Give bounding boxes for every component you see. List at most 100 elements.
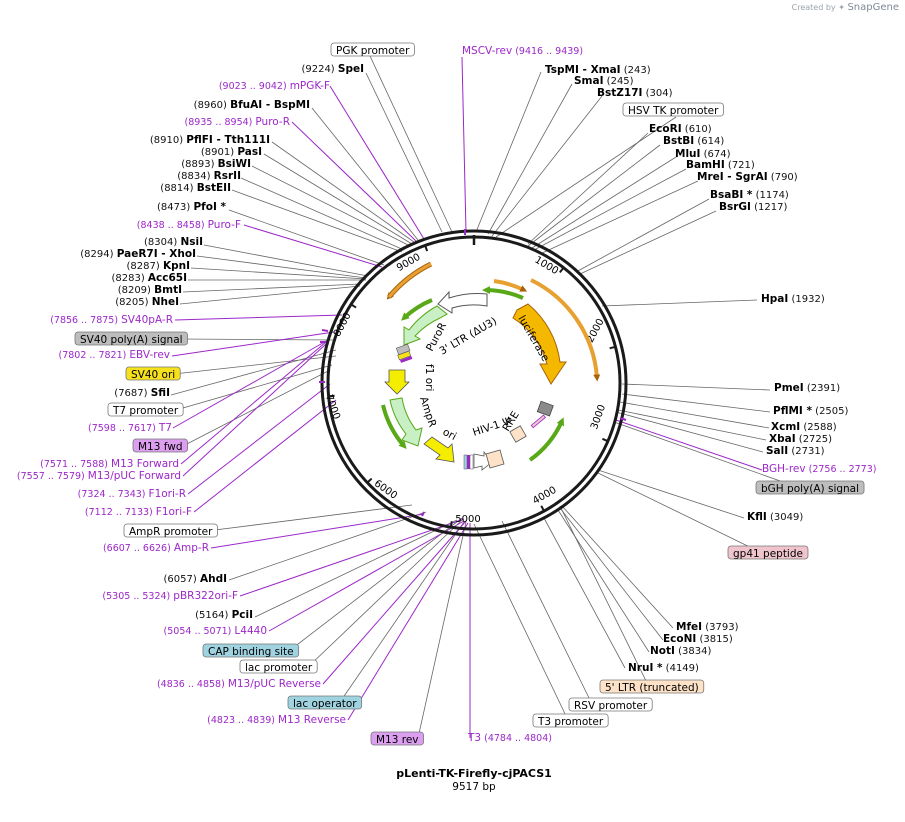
primer-t3: T3 (4784 .. 4804) <box>467 732 552 744</box>
enzyme-site-bsrgi: BsrGI (1217) <box>719 201 787 213</box>
primer-f1ori-f: (7112 .. 7133) F1ori-F <box>85 506 192 518</box>
feature-box-sv40-ori: SV40 ori <box>125 366 181 381</box>
credit-brand: SnapGene <box>847 2 899 13</box>
primer-mpgk-f: (9023 .. 9042) mPGK-F <box>219 80 330 92</box>
feature-box-label: AmpR promoter <box>129 526 213 538</box>
enzyme-site-rsrii: (8834) RsrII <box>177 170 241 182</box>
primer-pbr322ori-f: (5305 .. 5324) pBR322ori-F <box>102 590 238 602</box>
feature-box-frame <box>287 695 363 710</box>
primer-mscv-rev: MSCV-rev (9416 .. 9439) <box>462 45 583 57</box>
ruler-tick-mark <box>366 477 373 484</box>
feature-box-m13-fwd: M13 fwd <box>132 438 188 453</box>
feature-box-frame <box>370 731 424 746</box>
ruler-tick-label: 5000 <box>455 514 480 525</box>
ruler-tick-mark <box>424 245 429 252</box>
primer-puro-f: (8438 .. 8458) Puro-F <box>137 219 241 231</box>
enzyme-site-sali: SalI (2731) <box>766 445 825 457</box>
feature-box-t3-promoter: T3 promoter <box>532 713 609 728</box>
amp-r-tick <box>421 511 425 517</box>
enzyme-site-pcii: (5164) PciI <box>195 609 253 621</box>
feature-box-ltr5-truncated: 5' LTR (truncated) <box>599 679 705 694</box>
feature-box-frame <box>239 659 318 674</box>
label-leader-lines <box>170 55 801 739</box>
feature-box-label: bGH poly(A) signal <box>761 483 859 495</box>
bgh-polya-mark <box>536 400 554 417</box>
inner-feature-labels: PuroR 3' LTR (ΔU3) luciferase f1 ori Amp… <box>417 314 551 444</box>
feature-box-frame <box>125 366 181 381</box>
m13-rev-mark <box>467 455 470 469</box>
green-arc-ampr <box>381 404 407 450</box>
enzyme-site-paer7i: (8294) PaeR7I - XhoI <box>80 248 196 260</box>
primer-m13-reverse: (4823 .. 4839) M13 Reverse <box>207 714 346 726</box>
enzyme-site-bstz17i: BstZ17I (304) <box>597 87 673 99</box>
orange-arc-top <box>493 279 528 292</box>
feature-box-gp41-peptide: gp41 peptide <box>727 545 809 560</box>
enzyme-site-hpai: HpaI (1932) <box>761 293 825 305</box>
ampr-feature <box>389 397 423 447</box>
primer-bgh-rev: BGH-rev (2756 .. 2773) <box>762 463 876 475</box>
f1-ori-label: f1 ori <box>423 364 435 391</box>
rre-mark <box>530 414 546 429</box>
enzyme-site-bstbi: BstBI (614) <box>663 135 724 147</box>
feature-box-frame <box>755 480 865 495</box>
primer-sv40pa-r: (7856 .. 7875) SV40pA-R <box>50 314 173 326</box>
enzyme-site-nsii: (8304) NsiI <box>144 236 203 248</box>
enzyme-site-pfoi: (8473) PfoI * <box>157 201 226 213</box>
ltr5-feature <box>485 449 505 469</box>
psi-feature-arc-left-fill <box>387 262 432 298</box>
primer-leader-lines <box>171 56 763 738</box>
enzyme-site-kfli: KflI (3049) <box>747 511 803 523</box>
feature-box-label: HSV TK promoter <box>628 105 719 117</box>
feature-box-t7-promoter: T7 promoter <box>107 402 184 417</box>
feature-box-label: M13 rev <box>376 734 419 746</box>
enzyme-site-bmti: (8209) BmtI <box>118 284 182 296</box>
enzyme-site-mrei: MreI - SgrAI (790) <box>697 171 798 183</box>
ltr3-feature <box>437 290 488 314</box>
ruler-tick-mark <box>350 303 357 309</box>
f1-ori-feature <box>384 369 410 395</box>
primer-l4440: (5054 .. 5071) L4440 <box>164 625 267 637</box>
green-arc-puror <box>401 298 433 321</box>
plasmid-size: 9517 bp <box>452 781 496 793</box>
feature-box-label: lac operator <box>293 698 357 710</box>
plasmid-name: pLenti-TK-Firefly-cjPACS1 <box>396 767 552 780</box>
feature-box-m13-rev: M13 rev <box>370 731 424 746</box>
primer-t7: (7598 .. 7617) T7 <box>88 422 172 434</box>
feature-box-sv40-polya: SV40 poly(A) signal <box>74 331 188 346</box>
feature-box-label: SV40 ori <box>131 369 175 381</box>
feature-box-frame <box>599 679 705 694</box>
puror-feature <box>403 305 448 346</box>
feature-box-frame <box>622 102 724 117</box>
enzyme-site-ecori: EcoRI (610) <box>649 123 712 135</box>
enzyme-site-noti: NotI (3834) <box>650 645 711 657</box>
feature-box-lac-promoter: lac promoter <box>239 659 318 674</box>
backbone-inner <box>326 235 622 531</box>
ruler-tick-mark <box>540 505 545 512</box>
feature-box-label: T7 promoter <box>112 405 179 417</box>
feature-box-lac-operator: lac operator <box>287 695 363 710</box>
ruler-tick-mark <box>609 345 616 350</box>
ruler-tick-mark <box>328 394 335 398</box>
snapgene-credit: Created by ✦ SnapGene <box>792 2 899 13</box>
enzyme-site-bsabi: BsaBI * (1174) <box>710 189 789 201</box>
ruler-tick-label: 3000 <box>589 403 608 431</box>
enzyme-site-kpni: (8287) KpnI <box>127 260 190 272</box>
green-arc-rre <box>528 417 565 462</box>
enzyme-site-pflfi: (8910) PflFI - Tth111I <box>150 134 270 146</box>
feature-box-label: M13 fwd <box>138 441 183 453</box>
primer-amp-r: (6607 .. 6626) Amp-R <box>103 542 209 554</box>
m13-mark <box>400 356 413 363</box>
enzyme-site-bamhi: BamHI (721) <box>686 159 755 171</box>
hivpsi-mark <box>509 425 527 443</box>
feature-box-frame <box>132 438 188 453</box>
feature-box-label: RSV promoter <box>574 700 648 712</box>
ori-label: ori <box>441 426 459 443</box>
primer-labels: MSCV-rev (9416 .. 9439) (9023 .. 9042) mP… <box>17 45 877 744</box>
backbone-outer <box>320 229 628 537</box>
feature-box-label: CAP binding site <box>208 646 294 658</box>
feature-box-rsv-promoter: RSV promoter <box>568 697 653 712</box>
lac-promoter-mark <box>469 454 474 470</box>
feature-box-frame <box>727 545 809 560</box>
feature-box-frame <box>74 331 188 346</box>
ruler-tick-mark <box>449 521 453 528</box>
